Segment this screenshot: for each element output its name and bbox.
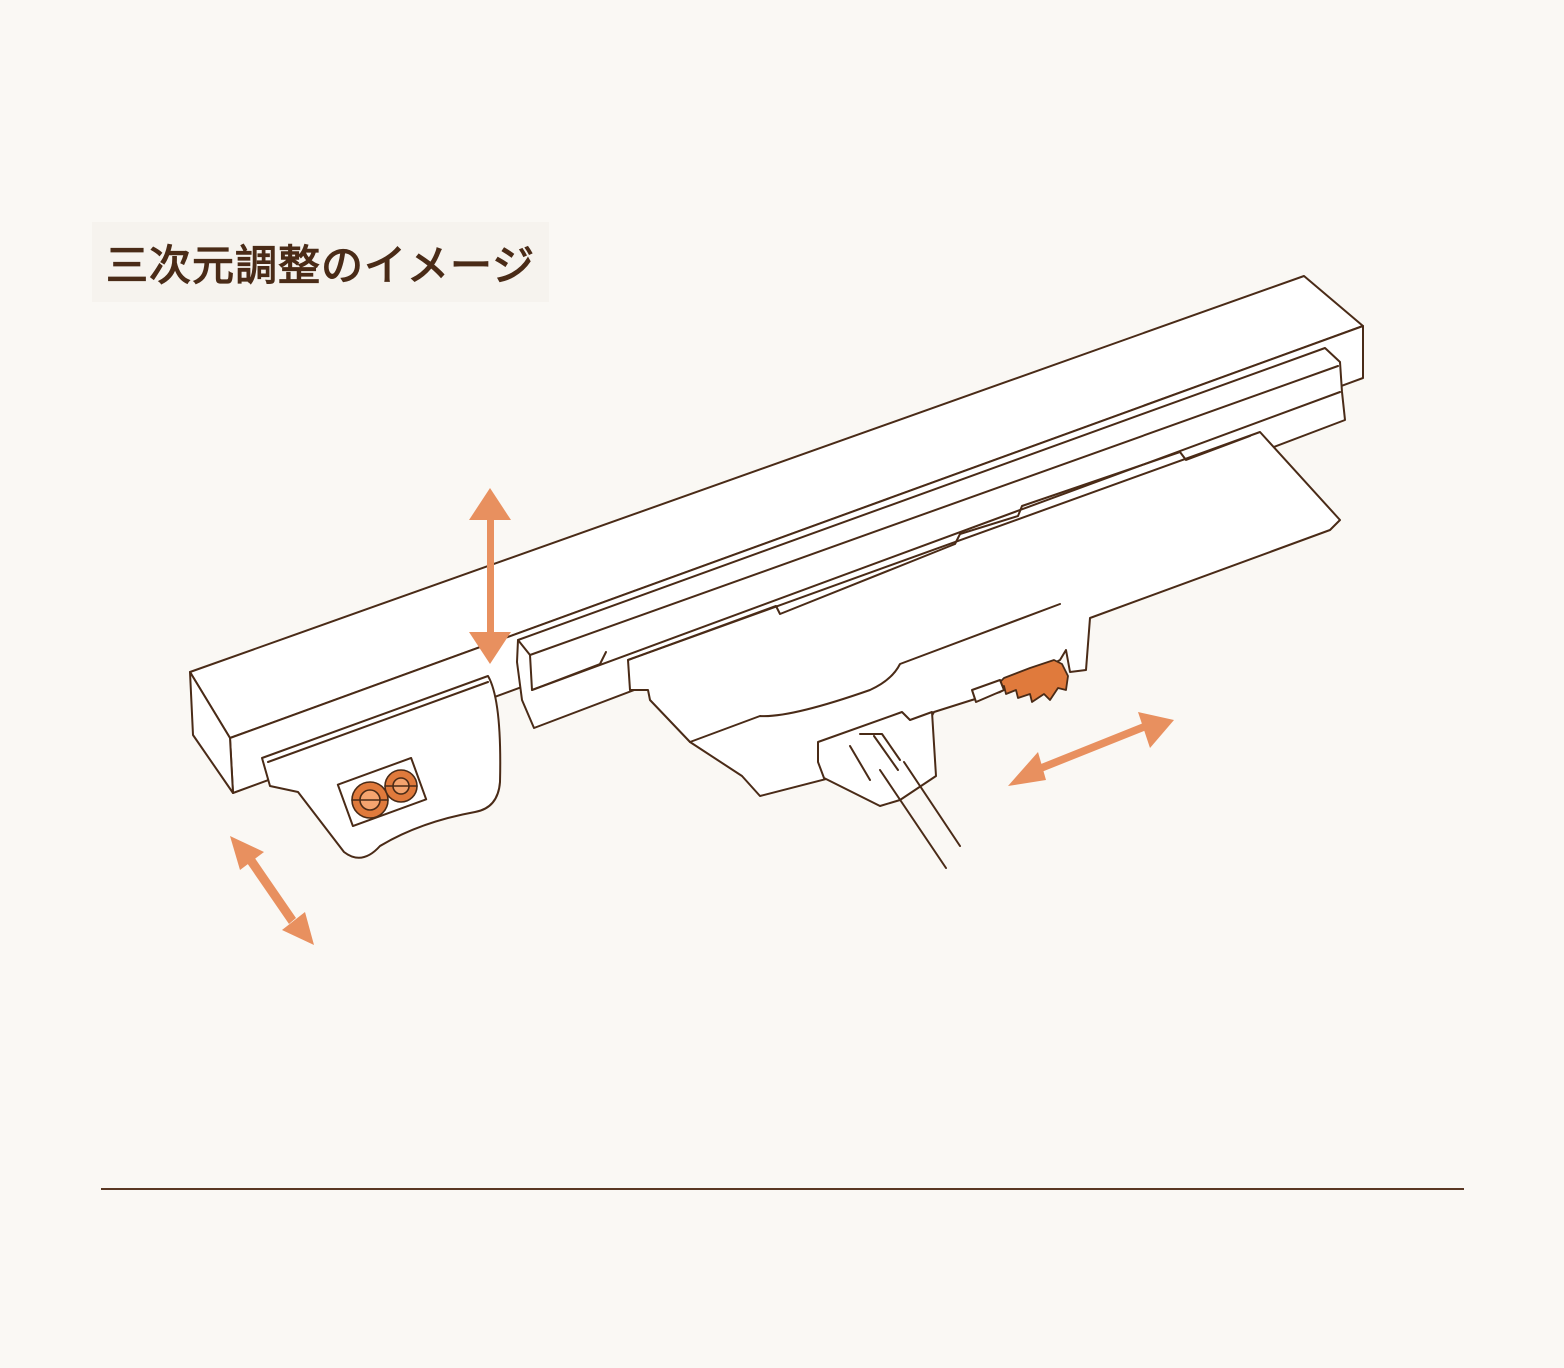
bottom-divider	[101, 1188, 1464, 1190]
cable-connector-icon	[817, 711, 961, 869]
section-title-text: 三次元調整のイメージ	[106, 240, 536, 290]
section-title: 三次元調整のイメージ	[92, 222, 550, 302]
vertical-arrow	[469, 488, 511, 664]
center-plate	[627, 431, 1341, 797]
cam-wheel-icon	[971, 659, 1069, 703]
depth-arrow	[230, 836, 314, 945]
adjuster-gear-icon	[351, 769, 418, 819]
lateral-arrow	[1008, 712, 1174, 786]
